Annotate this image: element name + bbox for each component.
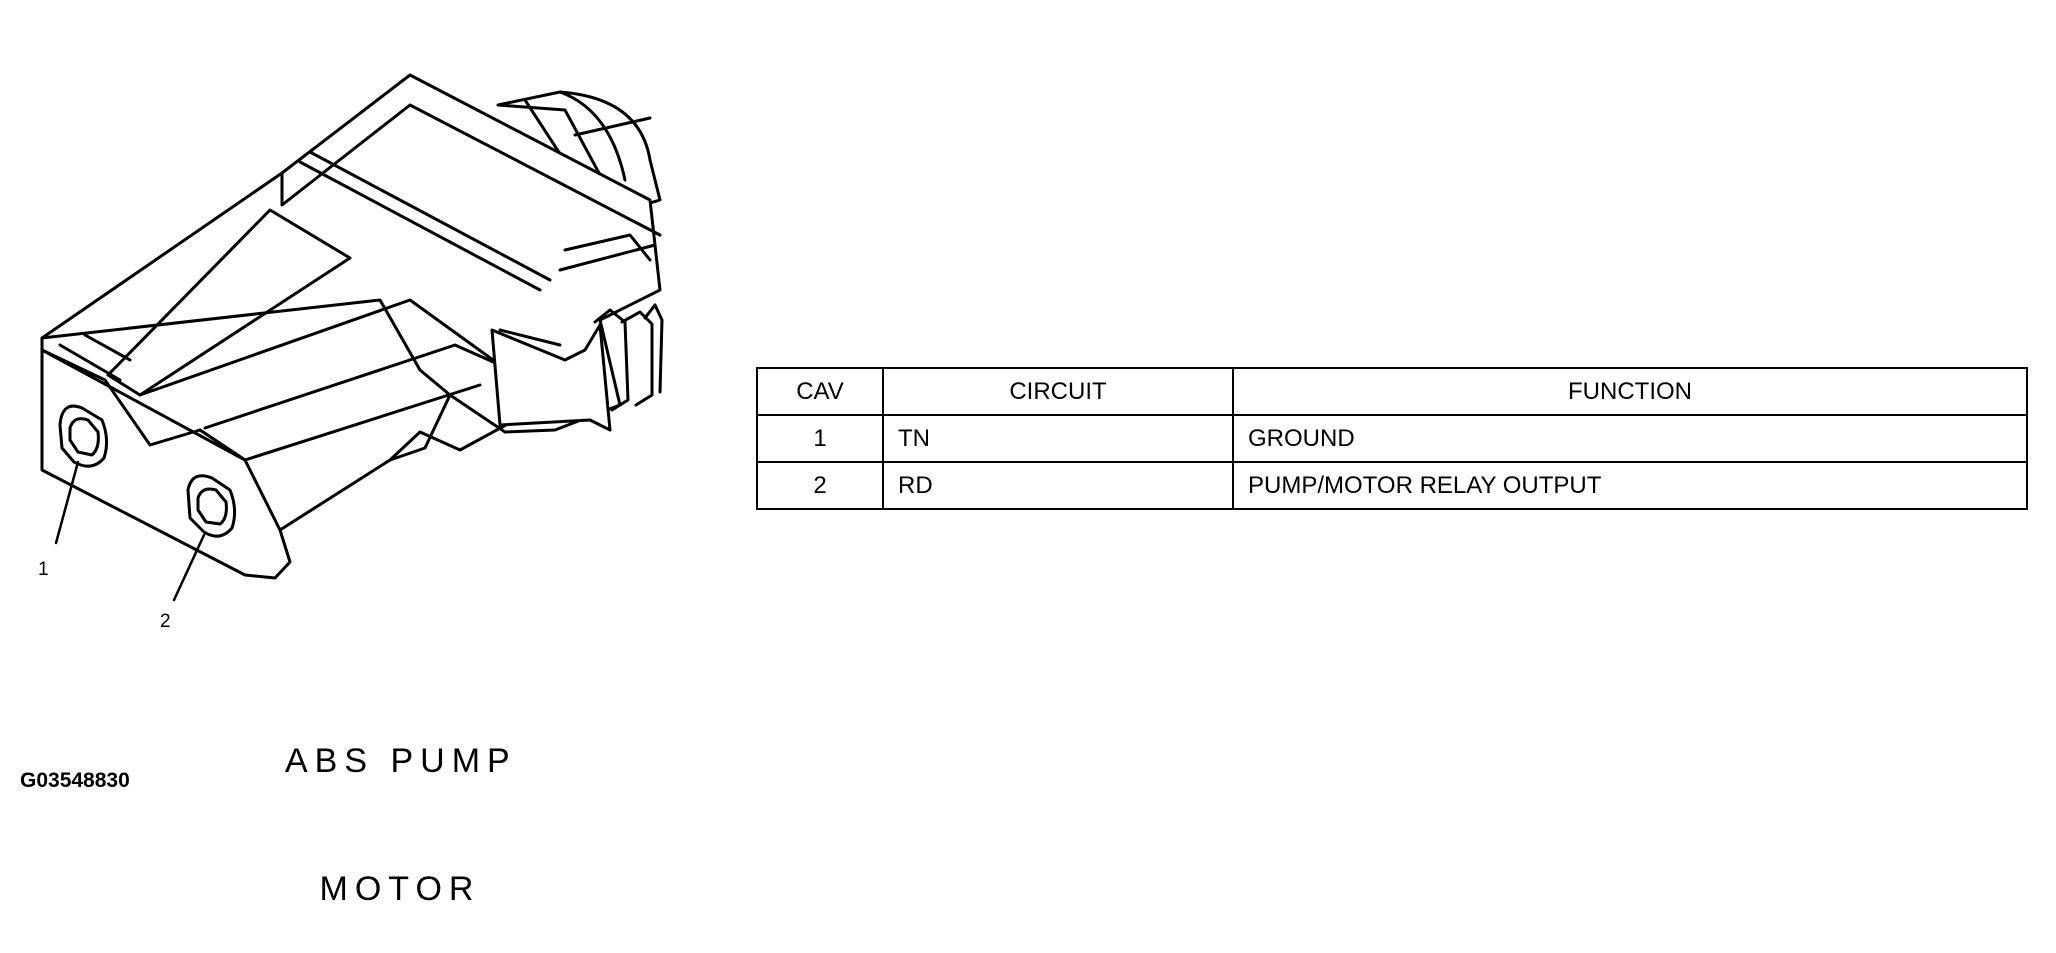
- cell-circuit: TN: [882, 414, 1234, 463]
- connector-body: [40, 73, 664, 580]
- cell-cav: 1: [756, 414, 884, 463]
- header-circuit: CIRCUIT: [882, 367, 1234, 416]
- cell-function: PUMP/MOTOR RELAY OUTPUT: [1232, 461, 2028, 510]
- pin-2-label: 2: [160, 611, 171, 632]
- header-function: FUNCTION: [1232, 367, 2028, 416]
- cavity-1: [58, 404, 109, 468]
- caption-line-2: MOTOR: [319, 869, 481, 908]
- pinout-table: CAV CIRCUIT FUNCTION 1 TN GROUND 2 RD PU…: [756, 367, 2028, 510]
- table-row: 2 RD PUMP/MOTOR RELAY OUTPUT: [756, 461, 2028, 510]
- table-header-row: CAV CIRCUIT FUNCTION: [756, 367, 2028, 416]
- pin-1-leader: [54, 460, 80, 545]
- figure-id: G03548830: [20, 769, 130, 792]
- abs-pump-motor-connector-drawing: [40, 73, 664, 602]
- table-row: 1 TN GROUND: [756, 414, 2028, 463]
- cavity-2: [186, 474, 237, 538]
- cell-function: GROUND: [1232, 414, 2028, 463]
- cell-circuit: RD: [882, 461, 1234, 510]
- caption-line-1: ABS PUMP: [285, 742, 517, 780]
- pin-1-label: 1: [38, 559, 49, 580]
- cell-cav: 2: [756, 461, 884, 510]
- connector-caption: ABS PUMP MOTOR: [285, 655, 515, 953]
- header-cav: CAV: [756, 367, 884, 416]
- pin-2-leader: [172, 533, 206, 602]
